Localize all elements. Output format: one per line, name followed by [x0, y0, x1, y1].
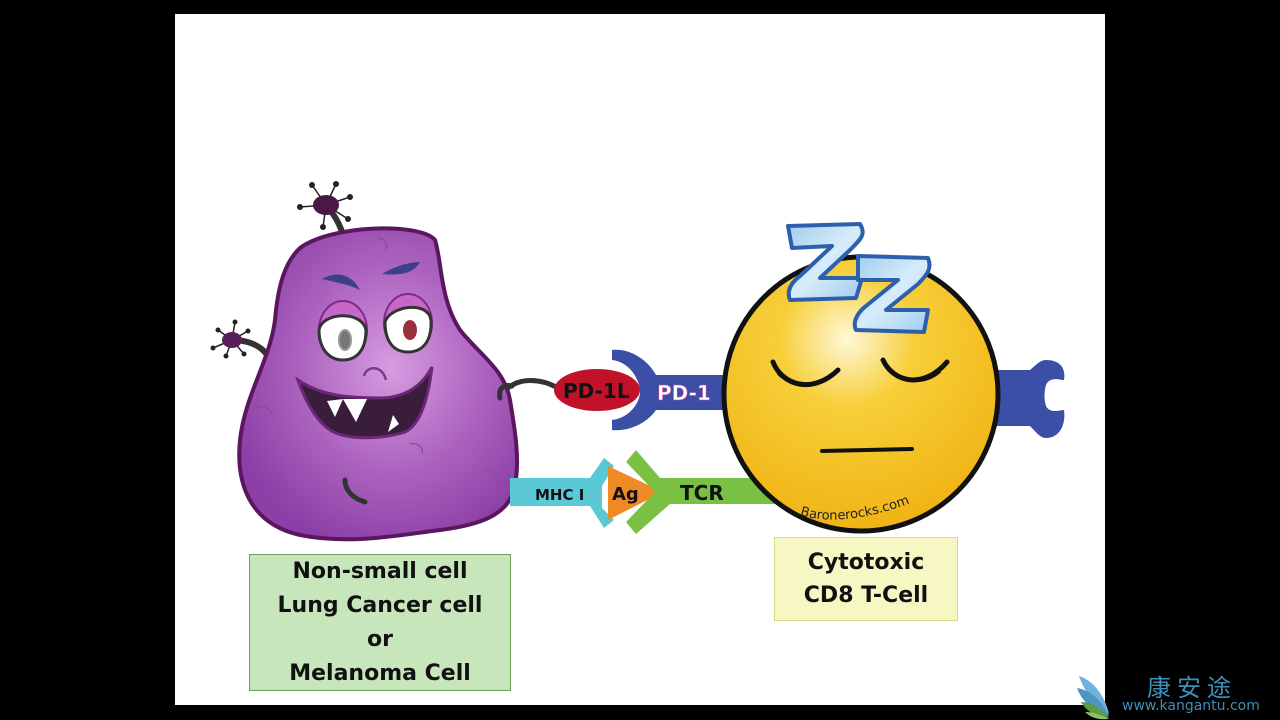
- watermark-url: www.kangantu.com: [1122, 698, 1260, 714]
- cancer-label-line: Non-small cell: [292, 558, 468, 584]
- t-cell: Baronerocks.com: [721, 222, 1001, 534]
- mhc-label: MHC I: [535, 486, 584, 504]
- cancer-cell: [210, 181, 561, 542]
- watermark-chinese: 康安途: [1147, 674, 1237, 702]
- watermark: 康安途 www.kangantu.com: [1075, 668, 1280, 720]
- sleep-zz-icon: [786, 222, 932, 334]
- t-cell-body: [721, 254, 1001, 534]
- pd1l-label: PD-1L: [563, 379, 630, 403]
- cancer-label-line: Lung Cancer cell: [277, 592, 483, 618]
- mhc-tcr-complex: MHC I Ag TCR: [510, 450, 790, 534]
- cancer-eye-left: [317, 300, 368, 362]
- antigen: [608, 466, 663, 520]
- tcr-label: TCR: [680, 481, 724, 505]
- cancer-eye-right: [383, 293, 433, 354]
- t-cell-label-line: Cytotoxic: [807, 550, 925, 575]
- antigen-label: Ag: [612, 484, 639, 505]
- t-cell-right-receptor: [990, 360, 1065, 438]
- t-cell-eyes-closed: [770, 357, 950, 388]
- tcr-receptor: [626, 450, 790, 534]
- cancer-label-line: Melanoma Cell: [289, 660, 471, 686]
- pd1-complex: PD-1L PD-1: [554, 349, 740, 431]
- t-cell-label: Cytotoxic CD8 T-Cell: [774, 537, 958, 621]
- t-cell-label-line: CD8 T-Cell: [803, 583, 929, 608]
- pd1-receptor: [612, 349, 740, 431]
- pd1l-ligand: [554, 369, 640, 411]
- mhc-receptor: [510, 458, 614, 528]
- cancer-cell-label: Non-small cell Lung Cancer cell or Melan…: [249, 554, 511, 691]
- cancer-cell-body: [237, 226, 520, 542]
- pd1-label: PD-1: [657, 381, 711, 405]
- cancer-label-line: or: [367, 626, 393, 652]
- leaf-logo-icon: [1077, 676, 1109, 720]
